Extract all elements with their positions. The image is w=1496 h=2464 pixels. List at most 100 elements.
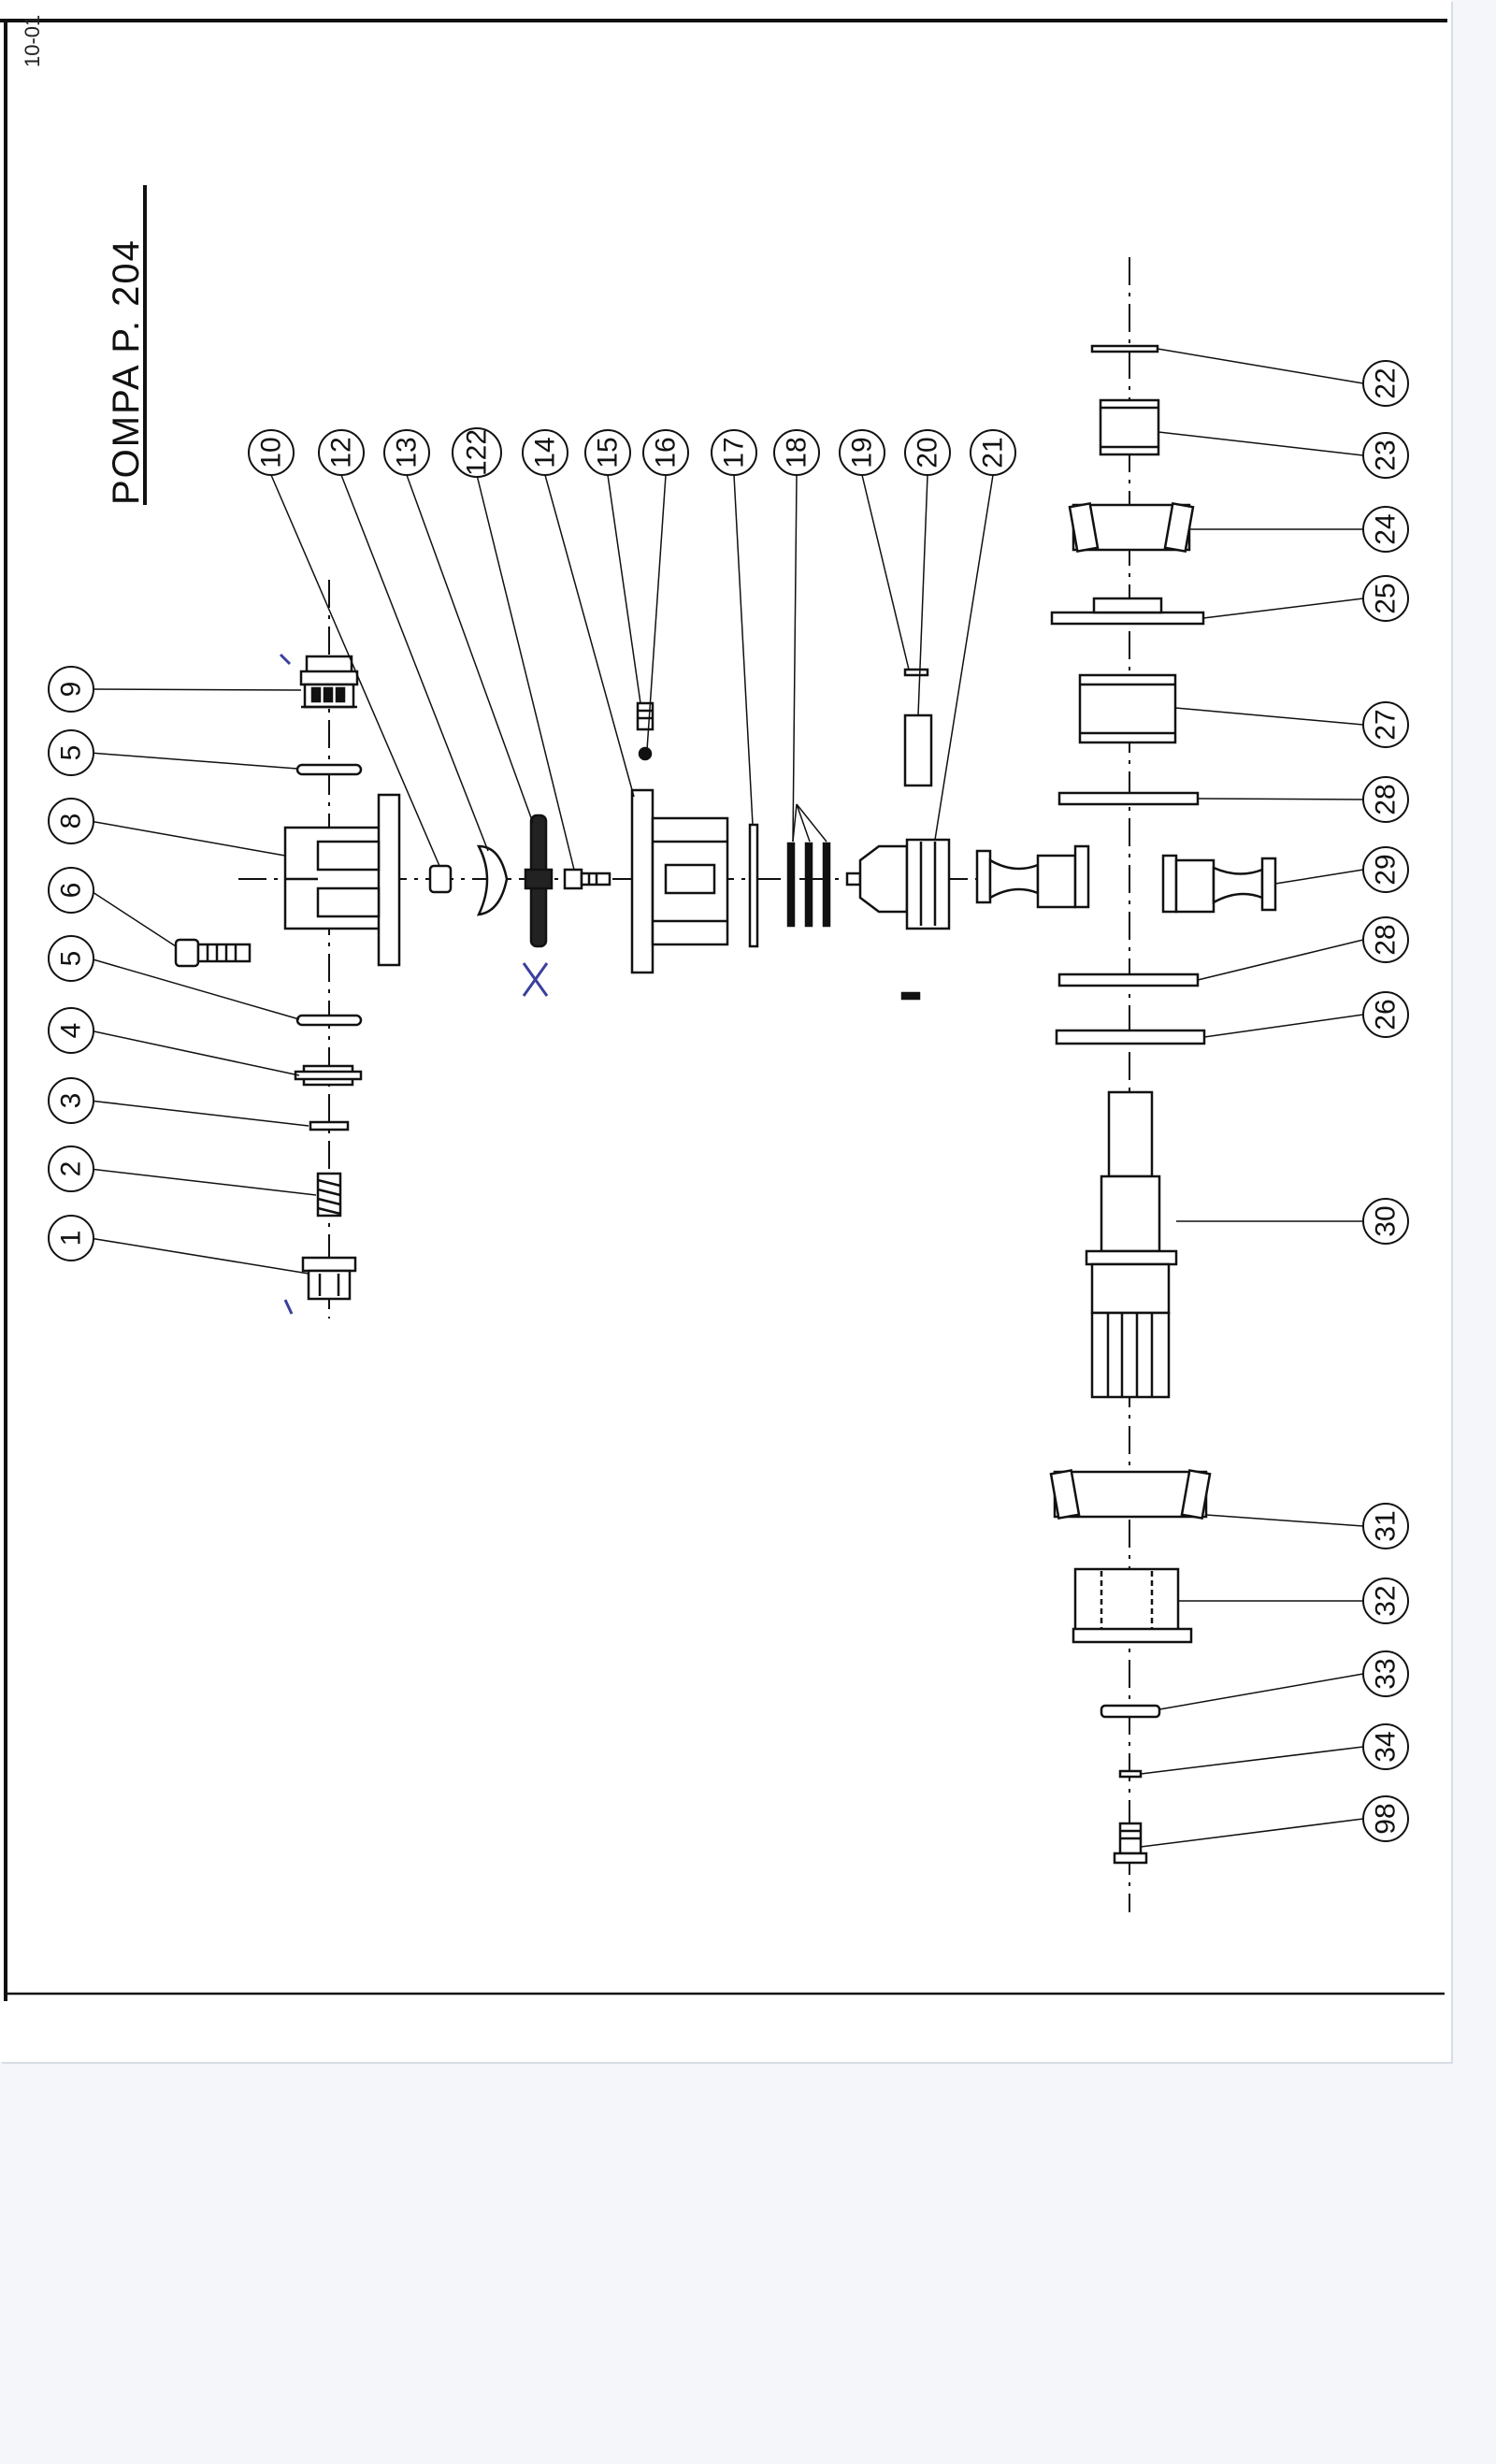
svg-text:5: 5 bbox=[56, 745, 87, 761]
svg-text:27: 27 bbox=[1371, 709, 1402, 740]
callout-27: 27 bbox=[1363, 702, 1408, 747]
part-5-ring-upper bbox=[297, 765, 361, 774]
part-23-bushing bbox=[1100, 400, 1158, 454]
sheet-frame bbox=[0, 21, 1447, 2001]
callout-20: 20 bbox=[905, 430, 950, 475]
svg-text:6: 6 bbox=[56, 883, 87, 899]
svg-text:9: 9 bbox=[56, 682, 87, 698]
part-24-bearing bbox=[1070, 503, 1193, 551]
callout-23: 23 bbox=[1363, 433, 1408, 478]
callout-5-upper: 5 bbox=[49, 730, 94, 775]
part-21-rotor bbox=[847, 840, 949, 929]
page-title: POMPA P. 204 bbox=[106, 238, 147, 505]
svg-text:34: 34 bbox=[1371, 1731, 1402, 1762]
svg-text:22: 22 bbox=[1371, 367, 1402, 398]
part-5-ring-lower bbox=[297, 1016, 361, 1025]
callout-19: 19 bbox=[840, 430, 885, 475]
part-18-rings bbox=[788, 843, 829, 926]
svg-text:98: 98 bbox=[1371, 1803, 1402, 1834]
svg-text:29: 29 bbox=[1371, 854, 1402, 885]
part-27-sleeve bbox=[1080, 675, 1175, 742]
svg-text:15: 15 bbox=[593, 437, 624, 468]
center-axes bbox=[238, 257, 1129, 1912]
drawing-sheet: 10-01 POMPA P. 204 bbox=[0, 0, 1451, 2062]
part-33-ring bbox=[1101, 1706, 1159, 1717]
callout-10: 10 bbox=[249, 430, 294, 475]
callout-25: 25 bbox=[1363, 576, 1408, 621]
svg-text:17: 17 bbox=[719, 437, 750, 468]
part-1-fitting bbox=[303, 1258, 355, 1299]
part-6-bolt bbox=[176, 940, 250, 966]
callout-28-upper: 28 bbox=[1363, 777, 1408, 822]
title-group: POMPA P. 204 bbox=[106, 185, 147, 505]
svg-text:28: 28 bbox=[1371, 784, 1402, 814]
callout-2: 2 bbox=[49, 1146, 94, 1191]
callout-8: 8 bbox=[49, 799, 94, 843]
callout-32: 32 bbox=[1363, 1578, 1408, 1623]
svg-text:14: 14 bbox=[530, 437, 561, 468]
callout-middle-row: 10 12 13 122 14 15 bbox=[249, 428, 1015, 477]
svg-text:13: 13 bbox=[392, 437, 423, 468]
svg-text:32: 32 bbox=[1371, 1585, 1402, 1616]
part-32-cup bbox=[1073, 1569, 1191, 1642]
svg-text:30: 30 bbox=[1371, 1205, 1402, 1236]
callout-12: 12 bbox=[319, 430, 364, 475]
callout-28-lower: 28 bbox=[1363, 917, 1408, 962]
exploded-parts-diagram: 10-01 POMPA P. 204 bbox=[0, 0, 1451, 2062]
callout-18: 18 bbox=[774, 430, 819, 475]
callout-top-row: 1 2 3 4 5 6 8 bbox=[49, 667, 94, 1261]
callout-9: 9 bbox=[49, 667, 94, 712]
part-14-pump-body bbox=[632, 790, 727, 973]
svg-text:12: 12 bbox=[326, 437, 357, 468]
svg-text:33: 33 bbox=[1371, 1658, 1402, 1689]
part-2-spring bbox=[318, 1174, 340, 1216]
part-25-flange bbox=[1052, 598, 1203, 624]
part-98-screw bbox=[1115, 1823, 1146, 1863]
callout-5-lower: 5 bbox=[49, 936, 94, 981]
svg-text:2: 2 bbox=[56, 1161, 87, 1177]
callout-26: 26 bbox=[1363, 992, 1408, 1037]
svg-text:122: 122 bbox=[462, 429, 493, 476]
callout-14: 14 bbox=[523, 430, 568, 475]
part-22-pin bbox=[1092, 346, 1158, 352]
callout-31: 31 bbox=[1363, 1504, 1408, 1549]
part-19-pin bbox=[905, 670, 928, 675]
svg-text:1: 1 bbox=[56, 1231, 87, 1246]
svg-text:18: 18 bbox=[782, 437, 813, 468]
part-26-ring bbox=[1057, 1030, 1204, 1044]
svg-text:3: 3 bbox=[56, 1093, 87, 1109]
svg-text:5: 5 bbox=[56, 951, 87, 967]
part-20-roller bbox=[905, 715, 931, 785]
svg-text:23: 23 bbox=[1371, 439, 1402, 470]
part-30-shaft bbox=[1086, 1092, 1176, 1397]
callout-13: 13 bbox=[384, 430, 429, 475]
part-8-housing bbox=[285, 795, 399, 965]
svg-text:8: 8 bbox=[56, 814, 87, 829]
part-31-bearing bbox=[1051, 1470, 1210, 1518]
callout-34: 34 bbox=[1363, 1724, 1408, 1769]
svg-text:26: 26 bbox=[1371, 999, 1402, 1030]
svg-text:24: 24 bbox=[1371, 513, 1402, 544]
left-parts bbox=[176, 656, 399, 1299]
svg-text:20: 20 bbox=[913, 437, 943, 468]
callout-22: 22 bbox=[1363, 361, 1408, 406]
svg-text:31: 31 bbox=[1371, 1510, 1402, 1541]
callout-30: 30 bbox=[1363, 1199, 1408, 1244]
part-28-ring-lower bbox=[1059, 974, 1198, 986]
callout-29: 29 bbox=[1363, 847, 1408, 892]
callout-122: 122 bbox=[453, 428, 501, 477]
svg-text:10: 10 bbox=[256, 437, 287, 468]
callout-3: 3 bbox=[49, 1078, 94, 1123]
callout-33: 33 bbox=[1363, 1651, 1408, 1696]
part-16-ball bbox=[640, 748, 651, 759]
part-29-coupling-left bbox=[977, 846, 1088, 907]
callout-21: 21 bbox=[971, 430, 1015, 475]
part-12-diaphragm bbox=[479, 846, 507, 915]
part-28-ring-upper bbox=[1059, 793, 1198, 804]
part-17-seal bbox=[750, 825, 757, 946]
callout-17: 17 bbox=[712, 430, 756, 475]
svg-text:28: 28 bbox=[1371, 924, 1402, 955]
callout-right-column: 22 23 24 25 27 28 bbox=[1363, 361, 1408, 1841]
part-29-coupling-right bbox=[1163, 856, 1275, 912]
part-21-key bbox=[902, 993, 919, 999]
